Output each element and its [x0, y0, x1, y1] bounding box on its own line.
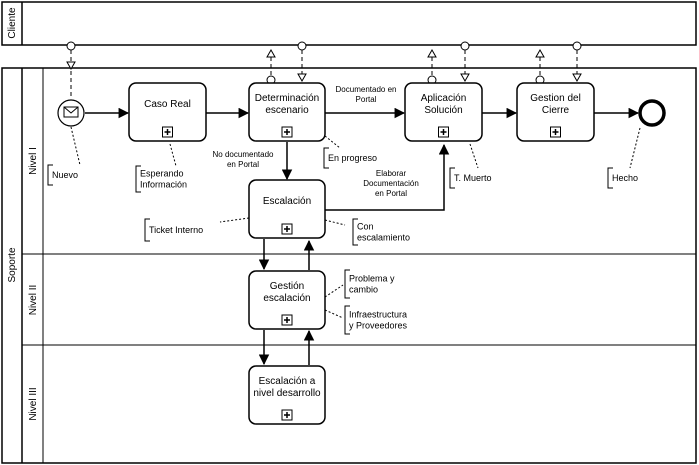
flow-label-elaborar-line: Elaborar	[376, 169, 407, 178]
annotation-ticket-interno-text: Ticket Interno	[149, 225, 203, 235]
annotation-ticket-interno-line: Ticket Interno	[149, 225, 203, 235]
task-determinacion-escenario-label-line: escenario	[265, 105, 309, 116]
annotation-hecho-text: Hecho	[612, 173, 638, 183]
annotation-esperando-informacion-line: Información	[140, 180, 187, 190]
annotation-nuevo-line: Nuevo	[52, 170, 78, 180]
envelope-icon	[63, 106, 79, 118]
task-escalacion-label: Escalación	[263, 196, 311, 207]
subprocess-expand-icon[interactable]	[438, 126, 449, 138]
task-gestion-cierre-label-line: Gestion del	[530, 93, 581, 104]
annotation-hecho: Hecho	[607, 167, 638, 189]
annotation-connectors	[70, 126, 641, 319]
task-aplicacion-solucion-label-line: Aplicación	[421, 93, 467, 104]
flow-label-documentado-line: Portal	[356, 95, 377, 104]
annotation-con-escalamiento-line: escalamiento	[357, 233, 410, 243]
annotation-t-muerto-line: T. Muerto	[454, 173, 492, 183]
pool-cliente-label: Cliente	[7, 7, 18, 39]
flow-label-no-documentado-line: No documentado	[213, 150, 274, 159]
task-escalacion-desarrollo-label-line: Escalación a	[259, 376, 316, 387]
sequence-flows	[85, 107, 640, 366]
lane-nivel-3-label: Nivel III	[28, 387, 39, 420]
pool-cliente: Cliente	[1, 1, 697, 46]
task-gestion-escalacion-label-line: Gestión	[270, 281, 304, 292]
task-caso-real[interactable]: Caso Real	[128, 82, 207, 142]
subprocess-expand-icon[interactable]	[281, 409, 293, 421]
annotation-problema-cambio-line: cambio	[349, 285, 378, 295]
flow-label-elaborar-line: Documentación	[363, 179, 419, 188]
flow-label-elaborar-line: en Portal	[375, 189, 407, 198]
annotation-en-progreso: En progreso	[323, 147, 377, 169]
annotation-con-escalamiento-line: Con	[357, 222, 374, 232]
task-escalacion[interactable]: Escalación	[248, 179, 326, 239]
task-caso-real-label-line: Caso Real	[144, 99, 191, 110]
task-escalacion-label-line: Escalación	[263, 196, 311, 207]
annotation-esperando-informacion-line: Esperando	[140, 169, 184, 179]
subprocess-expand-icon[interactable]	[281, 126, 293, 138]
annotation-hecho-line: Hecho	[612, 173, 638, 183]
annotation-t-muerto-text: T. Muerto	[454, 173, 492, 183]
task-aplicacion-solucion-label-line: Solución	[424, 105, 462, 116]
annotation-en-progreso-text: En progreso	[328, 153, 377, 163]
annotation-en-progreso-line: En progreso	[328, 153, 377, 163]
end-event	[638, 99, 666, 127]
task-determinacion-escenario-label-line: Determinación	[255, 93, 319, 104]
subprocess-expand-icon[interactable]	[281, 223, 293, 235]
annotation-ticket-interno: Ticket Interno	[144, 218, 203, 242]
annotation-infraestructura-line: Infraestructura	[349, 310, 407, 320]
annotation-problema-cambio-line: Problema y	[349, 274, 395, 284]
message-flows	[66, 41, 582, 98]
task-caso-real-label: Caso Real	[144, 99, 191, 110]
flow-label-documentado-line: Documentado en	[336, 85, 397, 94]
annotation-t-muerto: T. Muerto	[449, 167, 492, 189]
task-gestion-cierre-label-line: Cierre	[542, 105, 570, 116]
annotation-nuevo: Nuevo	[47, 164, 78, 186]
annotation-nuevo-text: Nuevo	[52, 170, 78, 180]
annotation-infraestructura-line: y Proveedores	[349, 321, 408, 331]
flow-label-no-documentado-line: en Portal	[227, 160, 259, 169]
pool-soporte-label: Soporte	[7, 247, 18, 282]
task-gestion-escalacion-label-line: escalación	[263, 293, 310, 304]
subprocess-expand-icon[interactable]	[550, 126, 561, 138]
start-message-event	[57, 99, 85, 127]
lane-nivel-1-label: Nivel I	[28, 147, 39, 175]
subprocess-expand-icon[interactable]	[281, 314, 293, 326]
task-escalacion-desarrollo-label-line: nivel desarrollo	[253, 388, 321, 399]
subprocess-expand-icon[interactable]	[162, 126, 173, 138]
lane-nivel-2-label: Nivel II	[28, 285, 39, 316]
